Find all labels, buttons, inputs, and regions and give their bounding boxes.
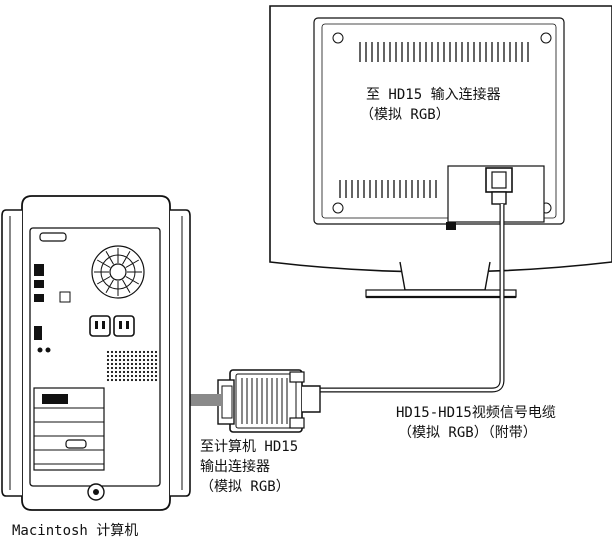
macintosh-computer-rear — [1, 195, 191, 511]
cable-label-line2: （模拟 RGB）（附带） — [398, 425, 537, 441]
cable-hd15-connector — [217, 369, 321, 433]
computer-output-label-line1: 至计算机 HD15 — [200, 439, 299, 455]
monitor-input-label-line1: 至 HD15 输入连接器 — [366, 87, 501, 103]
computer-output-label-line2: 输出连接器 — [200, 459, 270, 475]
cable-label-line1: HD15-HD15视频信号电缆 — [396, 405, 556, 421]
monitor-stand-neck — [399, 261, 491, 291]
monitor-rear — [269, 5, 612, 299]
computer-name-label: Macintosh 计算机 — [12, 523, 139, 539]
monitor-top-vents — [359, 42, 529, 62]
monitor-input-label-line2: （模拟 RGB） — [360, 107, 450, 123]
computer-output-label-line3: （模拟 RGB） — [200, 479, 290, 495]
